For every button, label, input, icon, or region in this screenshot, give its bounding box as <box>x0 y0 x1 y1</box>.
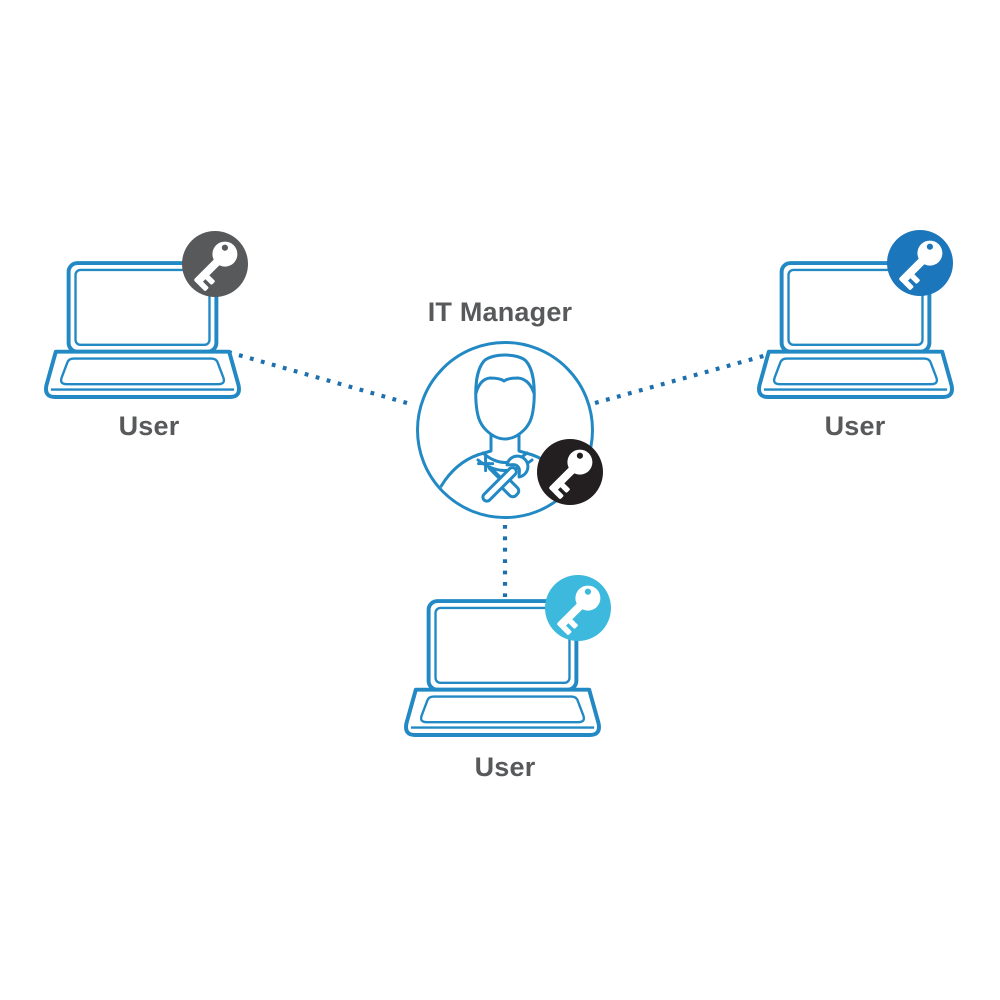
it-manager-label: IT Manager <box>427 297 573 327</box>
dotted-connector-left <box>227 349 408 406</box>
key-badge-manager <box>537 439 603 505</box>
key-icon <box>550 580 606 636</box>
key-badge-bottom <box>545 575 611 641</box>
user-left-label: User <box>118 411 180 441</box>
avatar-head <box>474 353 536 441</box>
key-icon <box>542 444 598 500</box>
dotted-connector-right <box>594 352 768 406</box>
key-badge-left <box>182 231 248 297</box>
user-right-label: User <box>824 411 886 441</box>
key-badge-right <box>887 230 953 296</box>
wrench-icon <box>481 454 530 503</box>
key-icon <box>892 235 948 291</box>
user-bottom-label: User <box>474 752 536 782</box>
key-icon <box>187 236 243 292</box>
